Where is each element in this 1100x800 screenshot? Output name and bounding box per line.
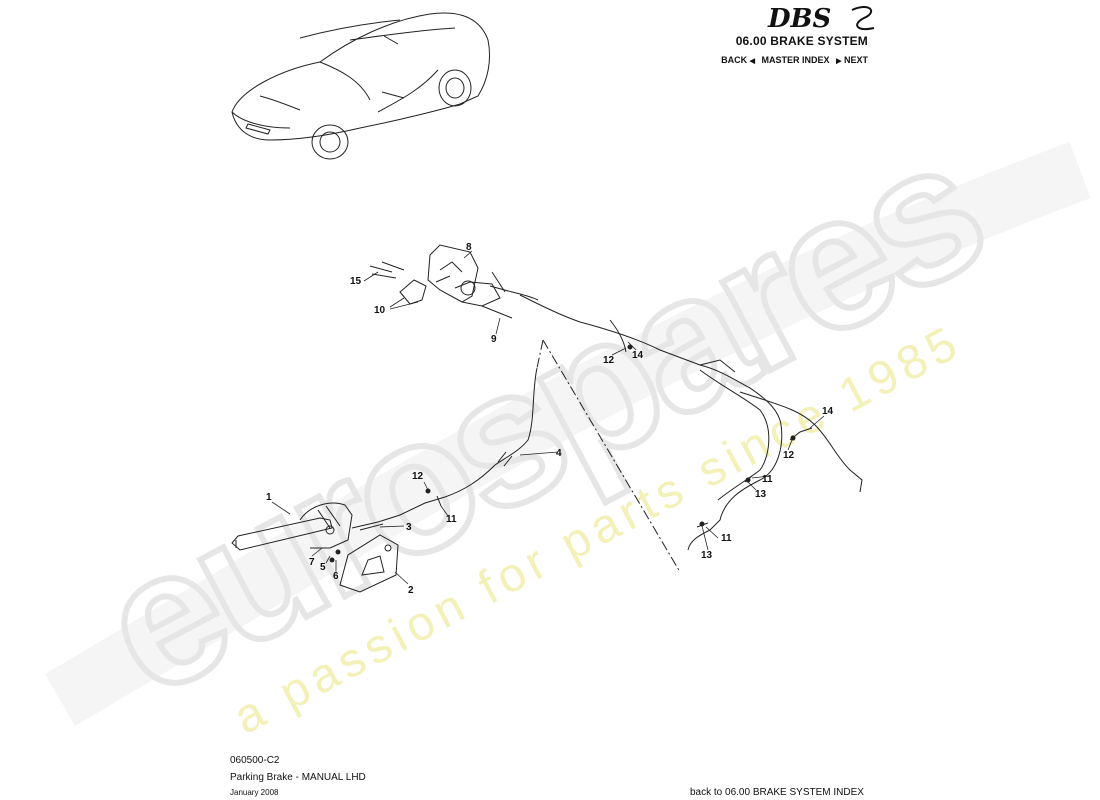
callout-13a: 13 <box>755 489 767 500</box>
dbs-logo: DBS <box>767 4 875 34</box>
callout-3: 3 <box>406 522 412 533</box>
callout-11c: 11 <box>721 533 732 544</box>
master-index-link[interactable]: MASTER INDEX <box>761 55 830 65</box>
back-link[interactable]: BACK ◀ <box>721 55 755 65</box>
callout-2: 2 <box>408 585 414 596</box>
callout-1: 1 <box>266 492 272 503</box>
back-label: BACK <box>721 55 748 65</box>
callout-11a: 11 <box>446 514 457 525</box>
back-arrow-icon: ◀ <box>749 58 756 65</box>
next-label: NEXT <box>843 55 868 65</box>
next-arrow-icon: ▶ <box>836 58 842 65</box>
callout-6: 6 <box>333 571 339 582</box>
back-to-index-link[interactable]: back to 06.00 BRAKE SYSTEM INDEX <box>690 787 864 798</box>
callout-8: 8 <box>466 242 472 253</box>
diagram-date: January 2008 <box>230 788 279 797</box>
callout-12c: 12 <box>783 450 795 461</box>
callout-10: 10 <box>374 305 386 316</box>
callout-4: 4 <box>556 448 562 459</box>
diagram-title: Parking Brake - MANUAL LHD <box>230 772 366 783</box>
callout-labels: 1 2 3 4 5 6 7 8 9 10 15 11 11 11 12 12 1… <box>266 242 834 596</box>
section-title: 06.00 BRAKE SYSTEM <box>735 34 868 48</box>
callout-11b: 11 <box>762 474 773 485</box>
callout-9: 9 <box>491 334 497 345</box>
callout-14a: 14 <box>632 350 644 361</box>
callout-14b: 14 <box>822 406 834 417</box>
callout-7: 7 <box>309 557 315 568</box>
next-link[interactable]: ▶ NEXT <box>836 55 868 65</box>
logo-text: DBS <box>767 4 831 34</box>
callout-12b: 12 <box>603 355 615 366</box>
diagram-code: 060500-C2 <box>230 755 280 766</box>
callout-15: 15 <box>350 276 362 287</box>
callout-13b: 13 <box>701 550 713 561</box>
car-illustration <box>231 12 491 160</box>
callout-5: 5 <box>320 562 326 573</box>
nav-bar: BACK ◀ MASTER INDEX ▶ NEXT <box>680 55 868 65</box>
callout-12a: 12 <box>412 471 424 482</box>
